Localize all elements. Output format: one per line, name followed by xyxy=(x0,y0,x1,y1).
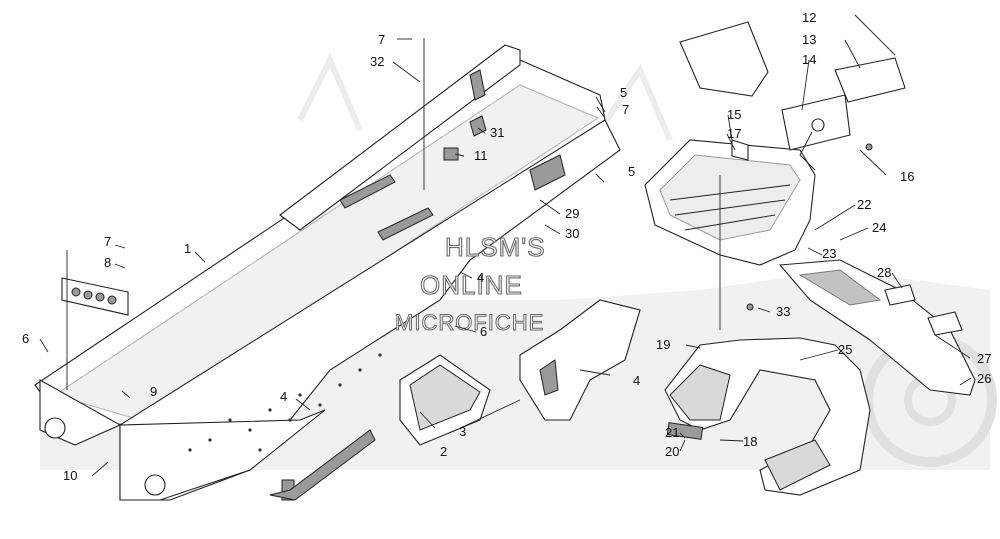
watermark: HLSM'S ONLINE MICROFICHE xyxy=(395,231,546,335)
callout-22: 22 xyxy=(857,197,871,212)
callout-11: 11 xyxy=(474,148,488,163)
rear-cover-top xyxy=(679,21,769,97)
callout-12: 12 xyxy=(802,10,816,25)
callout-8: 8 xyxy=(104,255,111,270)
callout-23: 23 xyxy=(822,246,836,261)
part-3-footrest xyxy=(399,354,491,446)
callout-21: 21 xyxy=(665,425,679,440)
callout-26: 26 xyxy=(977,371,991,386)
callout-2: 2 xyxy=(440,444,447,459)
callout-29: 29 xyxy=(565,206,579,221)
callout-9: 9 xyxy=(150,384,157,399)
rear-storage-box xyxy=(644,139,816,266)
callout-14: 14 xyxy=(802,52,816,67)
callout-6a: 6 xyxy=(22,331,29,346)
callout-17: 17 xyxy=(727,126,741,141)
callout-15: 15 xyxy=(727,107,741,122)
callout-4b: 4 xyxy=(477,270,484,285)
callout-27: 27 xyxy=(977,351,991,366)
callout-28: 28 xyxy=(877,265,891,280)
watermark-line-3: MICROFICHE xyxy=(395,310,544,335)
rear-bumper-assembly xyxy=(664,259,976,496)
part-8-bracket xyxy=(61,277,129,316)
callout-20: 20 xyxy=(665,444,679,459)
callout-7b: 7 xyxy=(104,234,111,249)
callout-5b: 5 xyxy=(628,164,635,179)
tail-light xyxy=(781,57,906,171)
leader-lines xyxy=(39,14,972,477)
callout-7a: 7 xyxy=(378,32,385,47)
part-2-flap xyxy=(519,299,641,421)
callout-6b: 6 xyxy=(480,324,487,339)
callout-4a: 4 xyxy=(280,389,287,404)
callout-3: 3 xyxy=(459,424,466,439)
callout-25: 25 xyxy=(838,342,852,357)
tunnel-assembly xyxy=(34,59,621,501)
callout-7c: 7 xyxy=(622,102,629,117)
callout-31: 31 xyxy=(490,125,504,140)
callout-33: 33 xyxy=(776,304,790,319)
callout-32: 32 xyxy=(370,54,384,69)
watermark-line-1: HLSM'S xyxy=(445,232,546,262)
callout-16: 16 xyxy=(900,169,914,184)
callout-24: 24 xyxy=(872,220,886,235)
callout-13: 13 xyxy=(802,32,816,47)
callout-1: 1 xyxy=(184,241,191,256)
callout-18: 18 xyxy=(743,434,757,449)
callout-5a: 5 xyxy=(620,85,627,100)
callouts: 1 2 3 4 4 4 4 5 5 6 6 7 7 7 8 9 10 11 12… xyxy=(22,10,991,483)
top-rail xyxy=(279,44,521,231)
callout-10: 10 xyxy=(63,468,77,483)
callout-30: 30 xyxy=(565,226,579,241)
callout-19: 19 xyxy=(656,337,670,352)
callout-4c: 4 xyxy=(633,373,640,388)
watermark-line-2: ONLINE xyxy=(420,270,523,300)
